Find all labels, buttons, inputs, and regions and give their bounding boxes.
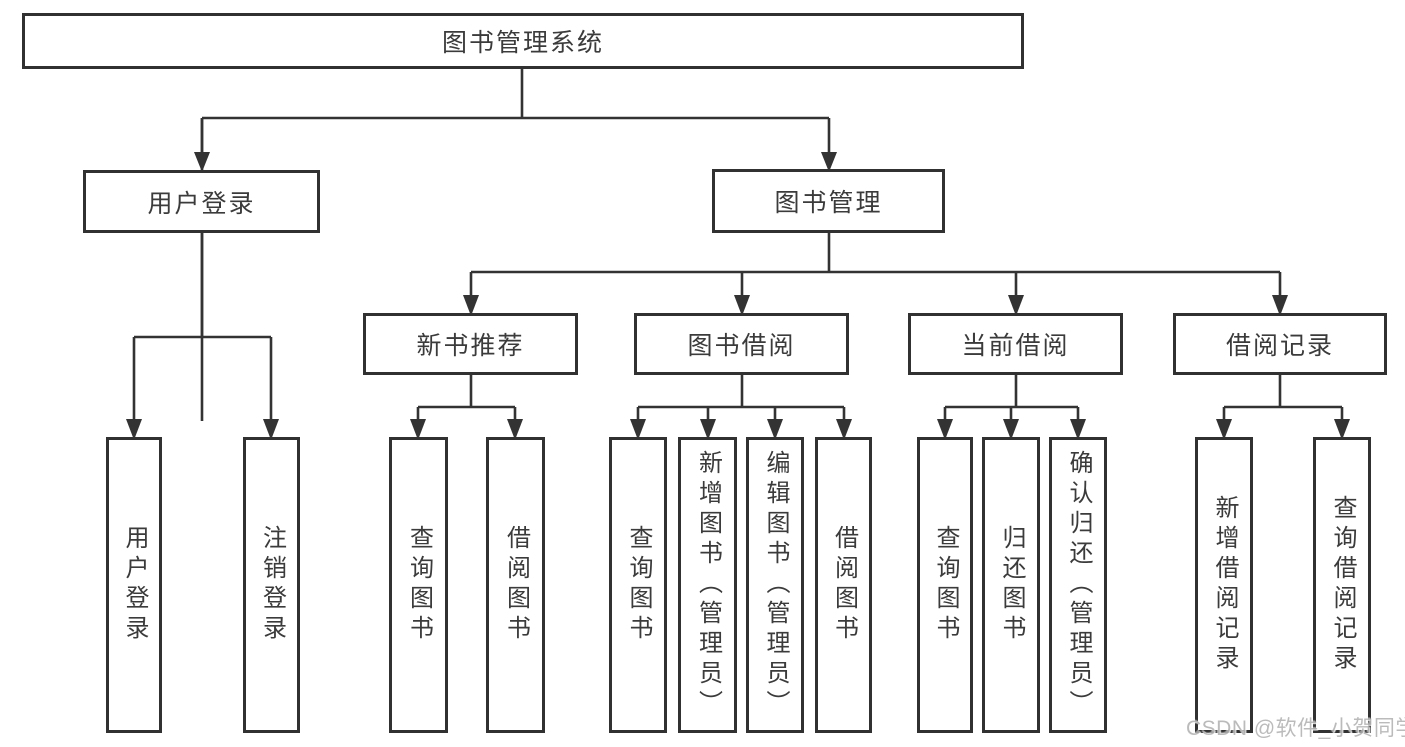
node-current-borrow: 当前借阅 xyxy=(908,313,1123,375)
leaf-add-borrow-record: 新增借阅记录 xyxy=(1195,437,1253,733)
node-label: 借阅记录 xyxy=(1225,332,1334,360)
csdn-watermark: CSDN @软件_小贺同学 xyxy=(1186,717,1405,740)
leaf-label: 新增借阅记录 xyxy=(1211,495,1238,675)
leaf-label: 用户登录 xyxy=(121,525,148,645)
leaf-label: 查询图书 xyxy=(625,525,652,645)
leaf-label: 借阅图书 xyxy=(502,525,530,645)
connector-borrowrecord-to-leaves xyxy=(1216,373,1350,440)
node-book-borrow: 图书借阅 xyxy=(634,313,849,375)
leaf-logout: 注销登录 xyxy=(243,437,300,733)
leaf-label: 确认归还（管理员） xyxy=(1065,450,1092,720)
leaf-label: 编辑图书（管理员） xyxy=(762,450,789,720)
leaf-query-borrow-record: 查询借阅记录 xyxy=(1313,437,1371,733)
node-label: 新书推荐 xyxy=(416,332,525,360)
leaf-return-books: 归还图书 xyxy=(982,437,1040,733)
node-book-management: 图书管理 xyxy=(712,169,945,233)
leaf-label: 注销登录 xyxy=(258,525,286,645)
leaf-query-books-current: 查询图书 xyxy=(917,437,973,733)
leaf-user-login: 用户登录 xyxy=(106,437,162,733)
node-root-system: 图书管理系统 xyxy=(22,13,1024,69)
leaf-borrow-books: 借阅图书 xyxy=(815,437,872,733)
node-label: 图书借阅 xyxy=(687,332,796,360)
node-borrow-record: 借阅记录 xyxy=(1173,313,1387,375)
leaf-label: 查询图书 xyxy=(405,525,433,645)
leaf-label: 归还图书 xyxy=(998,525,1025,645)
connector-currentborrow-to-leaves xyxy=(937,373,1086,440)
leaf-query-books-borrow: 查询图书 xyxy=(609,437,667,733)
connector-newbook-to-leaves xyxy=(410,373,523,440)
connector-userlogin-to-leaves xyxy=(126,231,279,440)
leaf-borrow-books-recommend: 借阅图书 xyxy=(486,437,545,733)
node-user-login: 用户登录 xyxy=(83,170,320,233)
leaf-confirm-return-admin: 确认归还（管理员） xyxy=(1049,437,1107,733)
node-label: 当前借阅 xyxy=(961,332,1070,360)
leaf-query-books-recommend: 查询图书 xyxy=(389,437,448,733)
node-label: 图书管理 xyxy=(774,189,883,217)
node-new-book-recommend: 新书推荐 xyxy=(363,313,578,375)
leaf-label: 查询图书 xyxy=(932,525,959,645)
leaf-add-books-admin: 新增图书（管理员） xyxy=(678,437,737,733)
root-label: 图书管理系统 xyxy=(441,29,604,57)
leaf-label: 借阅图书 xyxy=(830,525,858,645)
leaf-label: 查询借阅记录 xyxy=(1329,495,1356,675)
leaf-label: 新增图书（管理员） xyxy=(694,450,722,720)
leaf-edit-books-admin: 编辑图书（管理员） xyxy=(746,437,804,733)
connector-bookmgmt-to-level2 xyxy=(463,231,1288,316)
node-label: 用户登录 xyxy=(147,189,256,218)
connector-bookborrow-to-leaves xyxy=(630,373,852,440)
